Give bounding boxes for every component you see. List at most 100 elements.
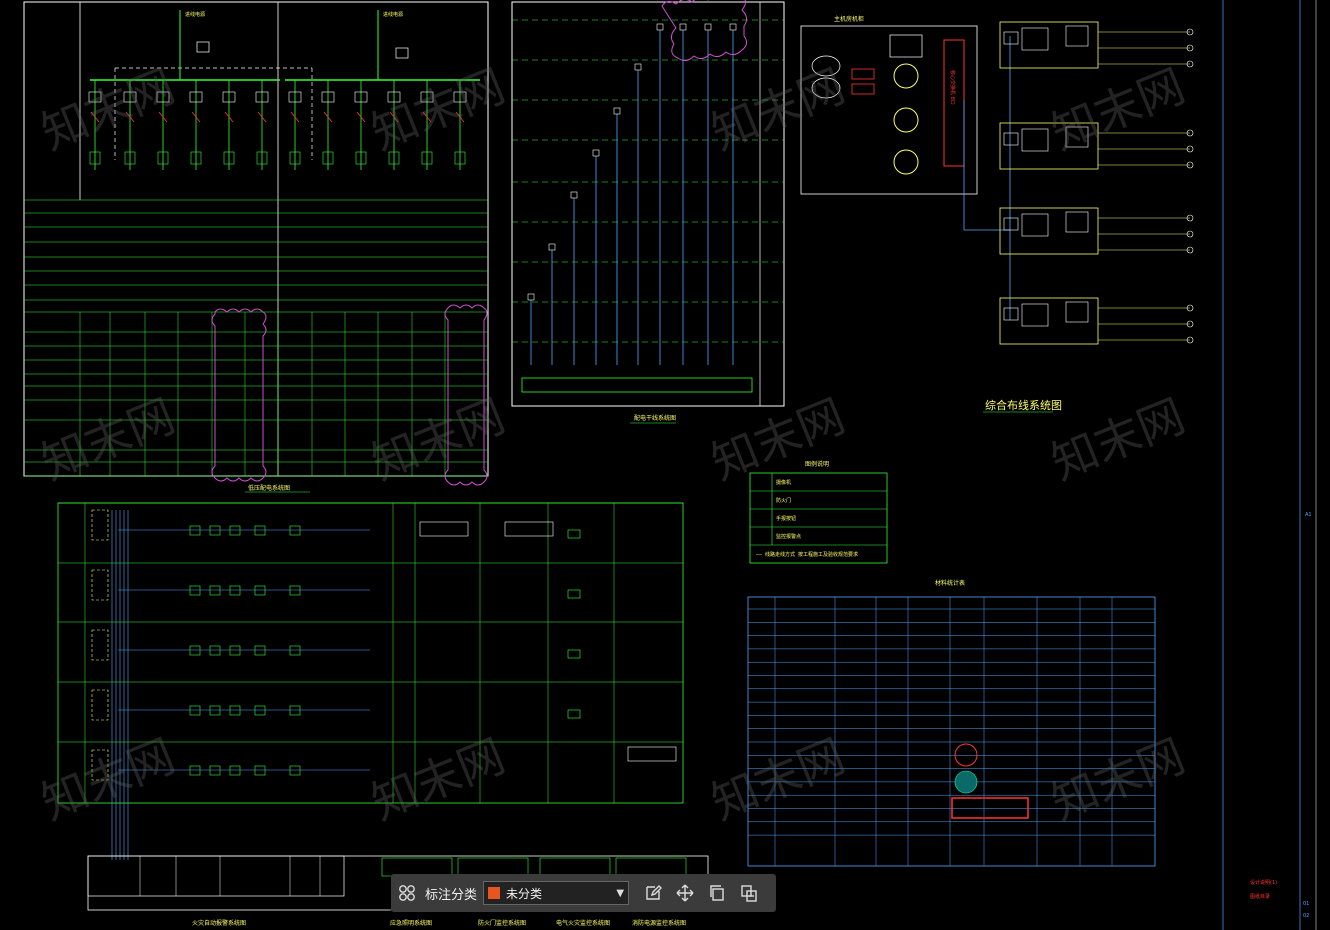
switch-mark [191,111,201,123]
device-icon [209,585,221,596]
outlet-icon [1186,320,1194,328]
move-icon[interactable] [672,880,698,906]
device-icon [209,765,221,776]
device-icon [289,705,301,716]
outlet-icon [1186,60,1194,68]
panel-box [419,521,469,537]
meter-box [256,151,268,165]
svg-text:知末网: 知末网 [34,728,182,830]
category-select[interactable]: 未分类 ▼ [483,881,630,905]
device-icon [189,705,201,716]
device-icon [209,645,221,656]
network-system-diagram: 主机房机柜 核心交换机 8口 综合布线系统图 [800,15,1194,413]
outlet-icon [1186,129,1194,137]
annotation-toolbar: 标注分类 未分类 ▼ [391,874,776,912]
grid-view-icon[interactable] [394,880,420,906]
device-icon [229,645,241,656]
outlet-icon [1186,145,1194,153]
svg-text:电气火灾监控系统图: 电气火灾监控系统图 [556,919,610,927]
svg-text:材料统计表: 材料统计表 [935,579,965,587]
riser-box [548,243,556,251]
svg-text:监控报警点: 监控报警点 [776,533,801,540]
svg-text:知末网: 知末网 [34,388,182,490]
edit-icon[interactable] [640,880,666,906]
outlet-icon [1186,246,1194,254]
svg-text:A1: A1 [1305,512,1312,518]
device-icon [254,525,266,536]
riser-diagram: 配电干线系统图 [511,0,785,424]
svg-text:知末网: 知末网 [364,388,512,490]
switch-mark [257,111,267,123]
switch-mark [224,111,234,123]
outlet-icon [1186,28,1194,36]
breaker-box [88,91,102,103]
materials-table: 材料统计表 [747,579,1156,867]
svg-text:手报按钮: 手报按钮 [776,515,796,522]
svg-text:知末网: 知末网 [364,58,512,160]
svg-text:进线电源: 进线电源 [185,11,205,18]
svg-text:进线电源: 进线电源 [383,11,403,18]
svg-text:主机房机柜: 主机房机柜 [834,15,864,23]
svg-text:02: 02 [1303,913,1309,919]
meter-box [89,151,101,165]
svg-text:知末网: 知末网 [34,58,182,160]
device-icon [229,765,241,776]
device-icon [209,705,221,716]
switch-mark [125,111,135,123]
chevron-down-icon: ▼ [616,887,625,899]
device-icon [289,645,301,656]
breaker-box [387,91,401,103]
svg-text:知末网: 知末网 [704,58,852,160]
panel-box [1065,301,1089,323]
device-icon [254,645,266,656]
patch-box [1021,27,1049,51]
switch-mark [90,111,100,123]
breaker-box [222,91,236,103]
device-icon [209,525,221,536]
outlet-icon [1186,214,1194,222]
outlet-icon [1186,304,1194,312]
module-box [91,689,109,721]
meter-box [322,151,334,165]
device-icon [229,525,241,536]
patch-box [1021,303,1049,327]
meter-box [190,151,202,165]
svg-text:消防电源监控系统图: 消防电源监控系统图 [632,919,686,927]
switch-box [1003,217,1019,231]
riser-box [704,23,712,31]
title-block-frame: 设计说明(1) 图纸目录 A1 01 02 [1222,0,1317,930]
svg-text:知末网: 知末网 [704,388,852,490]
svg-text:配电干线系统图: 配电干线系统图 [634,414,676,422]
switch-box [1003,132,1019,146]
riser-box [613,107,621,115]
device-icon [189,765,201,776]
meter-box [355,151,367,165]
breaker-box [321,91,335,103]
switch-mark [389,111,399,123]
meter-box [124,151,136,165]
svg-text:知末网: 知末网 [1044,388,1192,490]
meter-box [289,151,301,165]
legend-table: 图例说明 摄像机 防火门 手报按钮 监控报警点 —— 线路走线方式 按工程施工及… [749,460,888,564]
device-icon [189,585,201,596]
svg-text:图纸目录: 图纸目录 [1250,893,1270,900]
panel-box [1065,25,1089,47]
breaker-box [123,91,137,103]
svg-text:摄像机: 摄像机 [776,479,791,486]
network-cabinet [999,207,1099,255]
riser-box [570,191,578,199]
meter-box [157,151,169,165]
switch-box [1003,307,1019,321]
breaker-box [420,91,434,103]
outlet-icon [1186,230,1194,238]
module-box [91,749,109,781]
svg-text:火灾自动报警系统图: 火灾自动报警系统图 [192,919,246,927]
table-title-lv: 低压配电系统图 [248,484,290,492]
copy-icon[interactable] [704,880,730,906]
svg-text:知末网: 知末网 [364,728,512,830]
delete-layer-icon[interactable] [736,880,762,906]
module-icon [567,709,581,719]
breaker-box [156,91,170,103]
category-select-value: 未分类 [506,886,543,901]
